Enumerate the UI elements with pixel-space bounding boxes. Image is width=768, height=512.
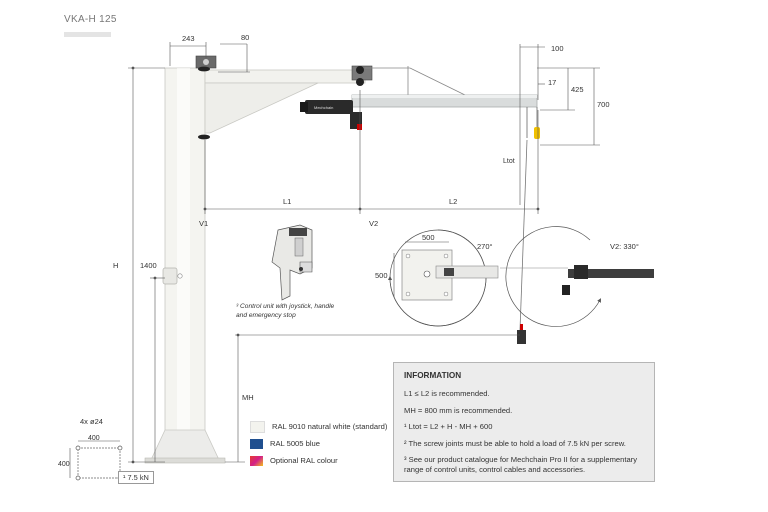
rotation-diagram-v2 — [500, 226, 654, 327]
dim-L2: L2 — [449, 197, 457, 206]
info-line-4: ² The screw joints must be able to hold … — [404, 438, 626, 448]
info-line-5: ³ See our product catalogue for Mechchai… — [404, 455, 637, 474]
dim-700: 700 — [597, 100, 610, 109]
svg-text:Mechchain: Mechchain — [314, 105, 333, 110]
page-title: VKA-H 125 — [64, 14, 117, 25]
info-line-3: ¹ Ltot = L2 + H - MH + 600 — [404, 422, 493, 432]
crane-column — [144, 67, 226, 464]
info-line-1: L1 ≤ L2 is recommended. — [404, 389, 490, 399]
dim-H: H — [113, 261, 118, 270]
dim-1400: 1400 — [140, 261, 157, 270]
crane-rail: Mechchain — [300, 66, 540, 139]
dim-500-top: 500 — [422, 233, 435, 242]
dim-MH: MH — [242, 393, 254, 402]
bolt-spec: 4x ø24 — [80, 417, 103, 426]
swatch-blue — [250, 438, 263, 449]
base-400-left: 400 — [58, 461, 70, 468]
rotation-diagram-v1 — [387, 229, 499, 327]
dim-425: 425 — [571, 85, 584, 94]
legend-item-optional: Optional RAL colour — [250, 452, 387, 469]
base-plate-detail — [69, 440, 123, 481]
legend-item-white: RAL 9010 natural white (standard) — [250, 418, 387, 435]
label-V1: V1 — [199, 219, 208, 228]
label-V2: V2 — [369, 219, 378, 228]
title-underline — [64, 32, 111, 37]
control-unit-note: ³ Control unit with joystick, handle and… — [236, 303, 335, 319]
swatch-white — [250, 420, 265, 433]
base-400-top: 400 — [88, 435, 100, 442]
jib-arm — [195, 55, 373, 140]
label-V2-330: V2: 330° — [610, 242, 639, 251]
swatch-optional — [250, 455, 263, 466]
control-unit-illustration — [271, 224, 313, 301]
pendant-control — [517, 330, 526, 344]
dim-L1: L1 — [283, 197, 291, 206]
dimension-lines — [128, 42, 600, 463]
info-line-2: MH = 800 mm is recommended. — [404, 405, 513, 415]
dim-500-left: 500 — [375, 271, 388, 280]
dim-80: 80 — [241, 33, 249, 42]
legend-item-blue: RAL 5005 blue — [250, 435, 387, 452]
dim-17: 17 — [548, 78, 556, 87]
info-heading: INFORMATION — [404, 371, 462, 380]
information-box: INFORMATION L1 ≤ L2 is recommended. MH =… — [393, 362, 655, 482]
dimension-ticks — [131, 66, 540, 464]
load-label: ¹ 7.5 kN — [118, 471, 154, 484]
color-legend: RAL 9010 natural white (standard) RAL 50… — [250, 418, 387, 469]
label-270: 270° — [477, 242, 493, 251]
dim-100: 100 — [551, 44, 564, 53]
dim-243: 243 — [182, 34, 195, 43]
dim-Ltot: Ltot — [503, 158, 515, 165]
